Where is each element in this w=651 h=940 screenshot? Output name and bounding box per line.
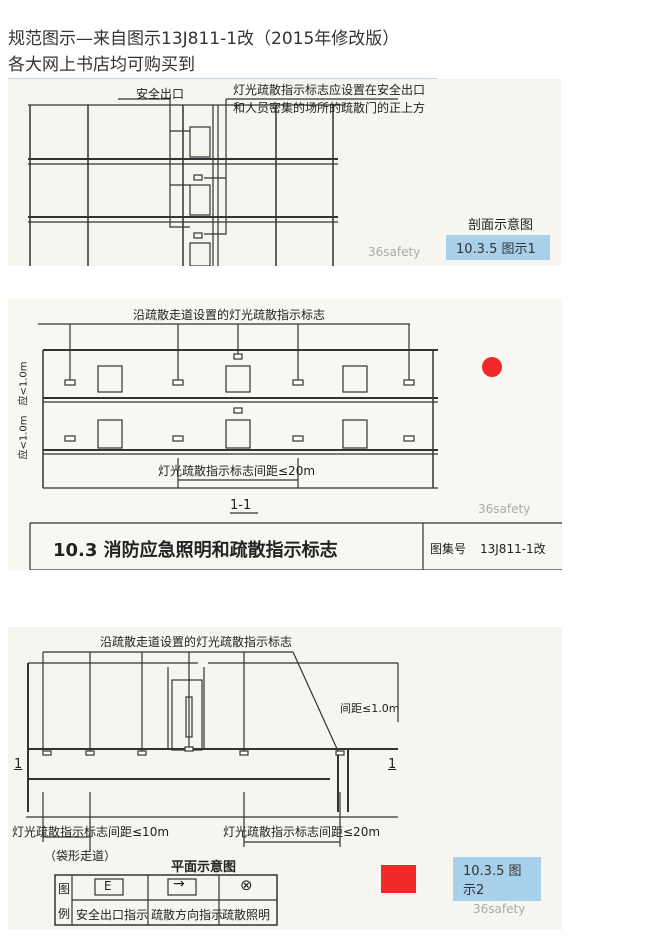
header-line-1: 规范图示—来自图示13J811-1改（2015年修改版）: [8, 29, 400, 49]
top-note: 沿疏散走道设置的灯光疏散指示标志: [133, 308, 326, 322]
section-drawing: [28, 98, 398, 266]
legend-head-top: 图: [58, 882, 71, 896]
plan-drawing: [26, 651, 399, 926]
spacing-1m-label: 间距≤1.0m: [340, 702, 400, 715]
figure-caption: 平面示意图: [171, 860, 237, 875]
note-line-2: 和人员密集的场所的疏散门的正上方: [233, 101, 426, 115]
section-mark: 1-1: [230, 498, 252, 513]
lamp-icon: ⊗: [240, 876, 253, 894]
section-mark-left: 1: [14, 757, 23, 772]
divider: [8, 78, 438, 79]
legend-exit-label: 安全出口指示: [76, 908, 149, 922]
plan-diagram-figure-3: 沿疏散走道设置的灯光疏散指示标志 间距≤1.0m 1 1 灯光疏散指示标志间距≤…: [8, 627, 562, 930]
watermark: 36safety: [478, 502, 531, 516]
sheet-title: 10.3 消防应急照明和疏散指示标志: [53, 540, 338, 561]
spacing-note: 灯光疏散指示标志间距≤20m: [158, 464, 316, 478]
elevation-drawing: [29, 323, 562, 570]
watermark: 36safety: [368, 245, 421, 259]
dead-end-label: （袋形走道）: [44, 849, 117, 863]
section-mark-right: 1: [388, 757, 397, 772]
exit-sign-icon: E: [104, 879, 112, 893]
atlas-number: 13J811-1改: [480, 542, 546, 556]
red-dot-marker: [482, 357, 502, 377]
spacing-10m-label: 灯光疏散指示标志间距≤10m: [12, 825, 170, 839]
legend-head-bottom: 例: [58, 907, 71, 921]
section-diagram-figure-1: 安全出口 灯光疏散指示标志应设置在安全出口 和人员密集的场所的疏散门的正上方 剖…: [8, 79, 561, 266]
header-line-2: 各大网上书店均可购买到: [8, 55, 195, 75]
atlas-label: 图集号: [430, 542, 467, 556]
watermark: 36safety: [473, 902, 526, 916]
figure-caption: 剖面示意图: [468, 218, 534, 233]
spacing-20m-label: 灯光疏散指示标志间距≤20m: [223, 825, 381, 839]
elevation-diagram-figure-2: 沿疏散走道设置的灯光疏散指示标志 应<1.0m 应<1.0m 灯光疏散指示标志间…: [8, 298, 562, 570]
exit-label: 安全出口: [136, 87, 185, 101]
note-line-1: 灯光疏散指示标志应设置在安全出口: [233, 83, 426, 97]
legend-direction-label: 疏散方向指示: [151, 908, 224, 922]
red-square-marker: [381, 865, 416, 893]
figure-tag: 10.3.5 图示1: [446, 235, 550, 260]
top-note: 沿疏散走道设置的灯光疏散指示标志: [100, 635, 293, 649]
figure-tag: 10.3.5 图示2: [453, 857, 541, 901]
height-label-lower: 应<1.0m: [18, 415, 30, 460]
legend-lighting-label: 疏散照明: [222, 908, 271, 922]
arrow-right-icon: →: [173, 876, 185, 892]
height-label-upper: 应<1.0m: [18, 361, 30, 406]
